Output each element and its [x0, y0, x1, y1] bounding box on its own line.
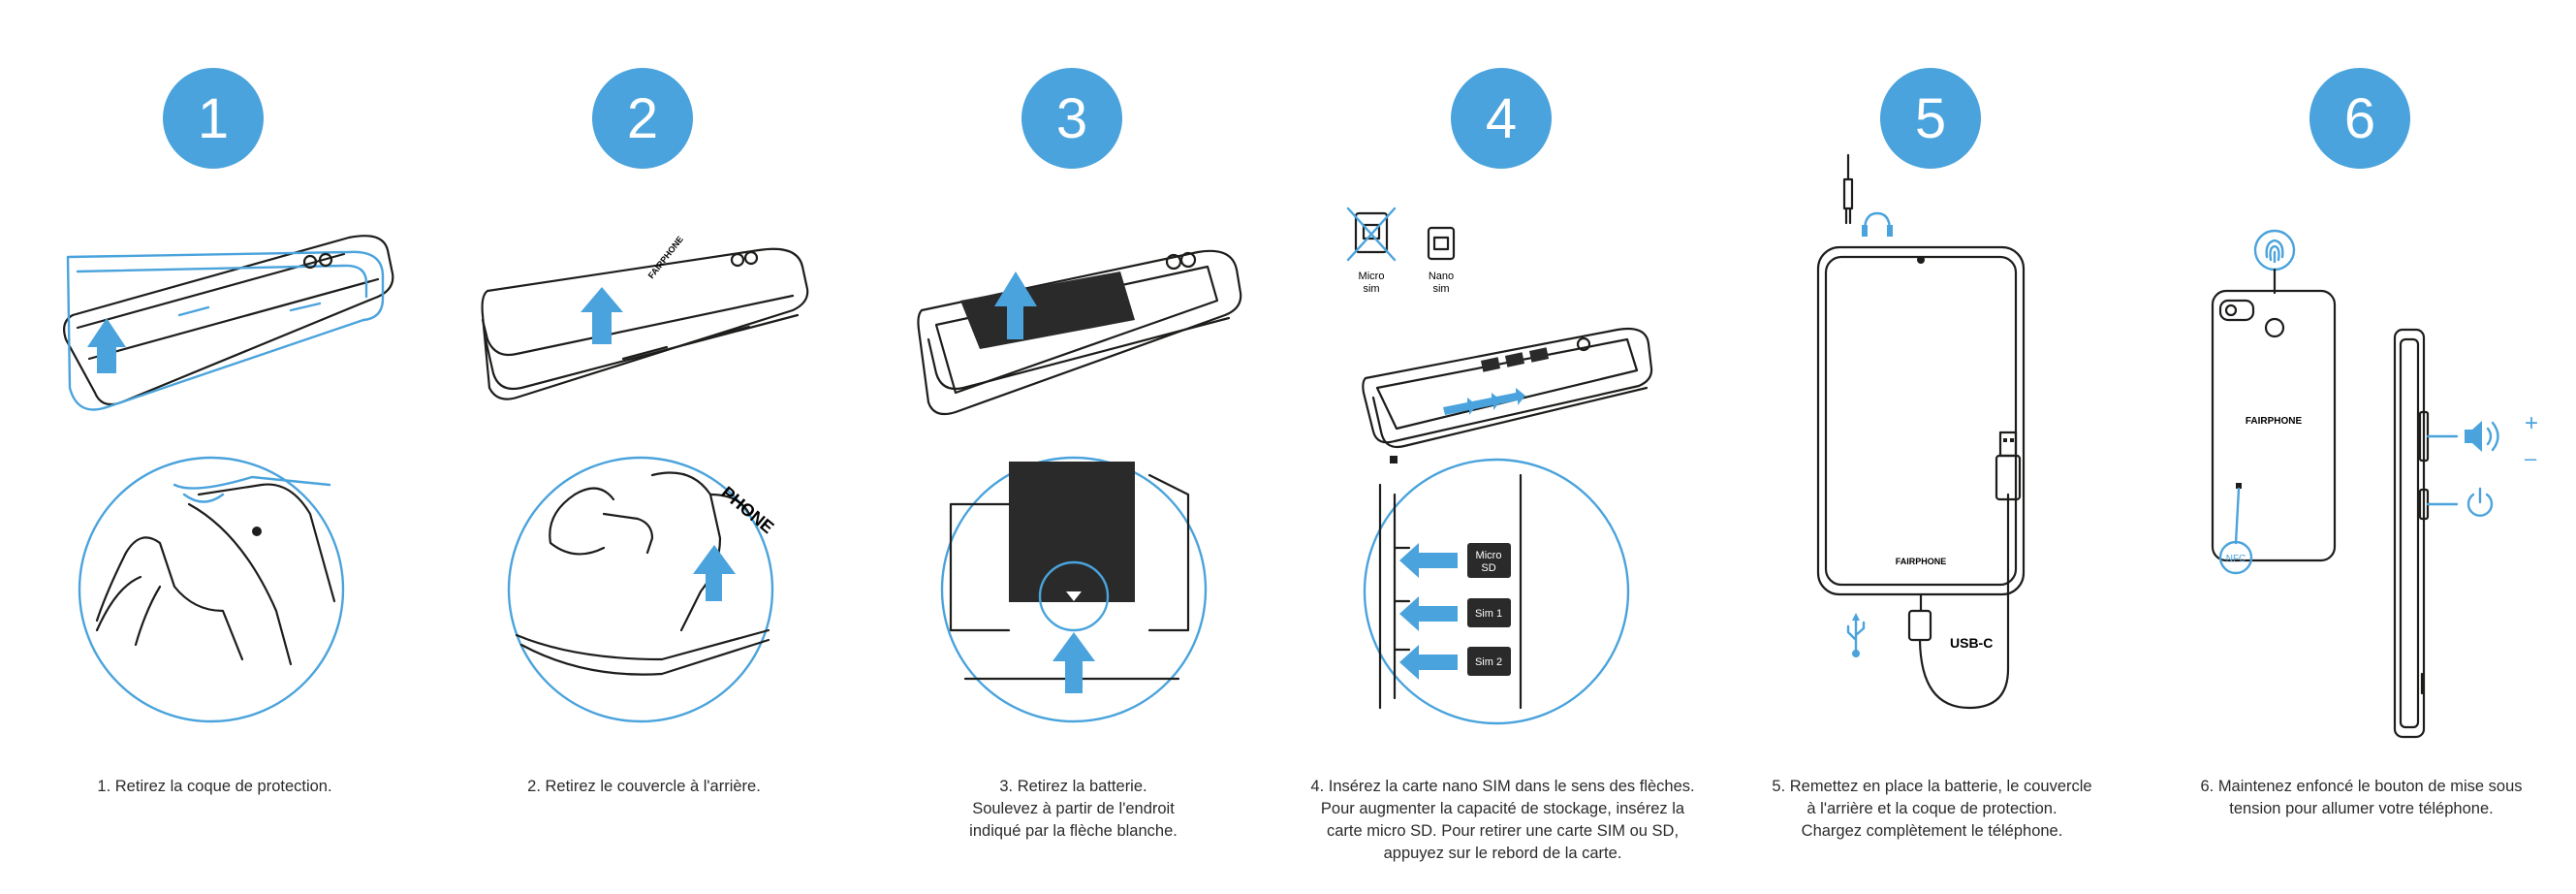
phone-with-case-illustration	[64, 236, 393, 409]
caption-line: indiqué par la flèche blanche.	[868, 820, 1278, 843]
nano-sim-label: sim	[1432, 283, 1449, 295]
step-5-illustration: FAIRPHONE USB-C	[1717, 204, 2147, 747]
step-2-caption: 2. Retirez le couvercle à l'arrière.	[439, 776, 849, 798]
nano-sim: Nano sim	[1429, 228, 1454, 295]
phone-sim-slots-illustration	[1363, 329, 1651, 447]
detail-zoom-circle	[79, 458, 343, 721]
phone-front: FAIRPHONE	[1818, 247, 2024, 594]
step-number-badge: 4	[1451, 68, 1552, 169]
usb-cable: USB-C	[1909, 432, 2020, 708]
brand-logo: FAIRPHONE	[2246, 416, 2303, 427]
step-4-caption: 4. Insérez la carte nano SIM dans le sen…	[1298, 776, 1708, 865]
nano-sim-label: Nano	[1429, 271, 1454, 282]
step-5: 5 FAIRPHONE USB-C	[1717, 0, 2147, 894]
phone-back: FAIRPHONE	[2213, 291, 2335, 560]
power-icon	[2468, 489, 2492, 516]
caption-line: tension pour allumer votre téléphone.	[2156, 798, 2566, 820]
step-1-caption: 1. Retirez la coque de protection.	[10, 776, 420, 798]
brand-logo: PHONE	[717, 483, 777, 537]
micro-sim-label: sim	[1363, 283, 1379, 295]
micro-sim-label: Micro	[1359, 271, 1385, 282]
brand-logo: FAIRPHONE	[646, 235, 685, 281]
step-number-badge: 5	[1880, 68, 1981, 169]
arrow-up-icon	[581, 287, 623, 344]
detail-zoom-circle: Micro SD Sim 1 Sim 2	[1365, 456, 1628, 723]
micro-sim-crossed: Micro sim	[1348, 208, 1395, 295]
step-number-badge: 3	[1021, 68, 1122, 169]
caption-line: 1. Retirez la coque de protection.	[10, 776, 420, 798]
caption-line: à l'arrière et la coque de protection.	[1727, 798, 2137, 820]
arrow-up-icon	[1052, 632, 1095, 693]
caption-line: 2. Retirez le couvercle à l'arrière.	[439, 776, 849, 798]
volume-minus-label: –	[2525, 446, 2537, 470]
caption-line: carte micro SD. Pour retirer une carte S…	[1298, 820, 1708, 843]
sim1-label: Sim 1	[1475, 608, 1502, 620]
caption-line: 6. Maintenez enfoncé le bouton de mise s…	[2156, 776, 2566, 798]
caption-line: 5. Remettez en place la batterie, le cou…	[1727, 776, 2137, 798]
step-1-illustration	[0, 204, 429, 747]
caption-line: Pour augmenter la capacité de stockage, …	[1298, 798, 1708, 820]
step-4: 4 Micro sim Nano sim	[1288, 0, 1717, 894]
phone-back-cover-illustration: FAIRPHONE	[483, 235, 808, 399]
step-3-illustration	[859, 204, 1288, 747]
step-6: 6 FAIRPHONE NFC	[2147, 0, 2576, 894]
step-6-caption: 6. Maintenez enfoncé le bouton de mise s…	[2156, 776, 2566, 820]
volume-plus-label: +	[2525, 410, 2538, 436]
sim2-label: Sim 2	[1475, 656, 1502, 668]
step-3-caption: 3. Retirez la batterie. Soulevez à parti…	[868, 776, 1278, 843]
step-6-illustration: FAIRPHONE NFC + –	[2147, 204, 2576, 747]
step-1: 1 1. Retirez la coque de protection.	[0, 0, 429, 894]
usb-c-label: USB-C	[1950, 635, 1993, 651]
caption-line: 4. Insérez la carte nano SIM dans le sen…	[1298, 776, 1708, 798]
step-2-illustration: FAIRPHONE PHONE	[429, 204, 859, 747]
headphone-jack	[1844, 155, 1852, 223]
micro-sd-label: Micro	[1476, 550, 1502, 561]
step-number-badge: 2	[592, 68, 693, 169]
step-4-illustration: Micro sim Nano sim	[1288, 204, 1717, 747]
caption-line: Soulevez à partir de l'endroit	[868, 798, 1278, 820]
caption-line: 3. Retirez la batterie.	[868, 776, 1278, 798]
step-number-badge: 1	[163, 68, 264, 169]
step-3: 3 3. Retirez la batterie. Soulevez à par…	[859, 0, 1288, 894]
brand-logo: FAIRPHONE	[1896, 557, 1947, 566]
arrow-up-icon	[87, 318, 126, 373]
caption-line: appuyez sur le rebord de la carte.	[1298, 843, 1708, 865]
caption-line: Chargez complètement le téléphone.	[1727, 820, 2137, 843]
fingerprint-icon	[2255, 231, 2294, 293]
step-5-caption: 5. Remettez en place la batterie, le cou…	[1727, 776, 2137, 843]
volume-icon	[2465, 421, 2498, 452]
step-number-badge: 6	[2309, 68, 2410, 169]
step-2: 2 FAIRPHONE PHONE 2. Retirez le couvercl…	[429, 0, 859, 894]
micro-sd-label: SD	[1481, 562, 1495, 574]
phone-open-illustration	[918, 251, 1241, 414]
usb-icon	[1848, 613, 1864, 657]
headphones-icon	[1862, 213, 1893, 237]
phone-side-view	[2395, 330, 2428, 737]
nfc-label: NFC	[2226, 554, 2246, 564]
detail-zoom-circle: PHONE	[509, 458, 777, 721]
